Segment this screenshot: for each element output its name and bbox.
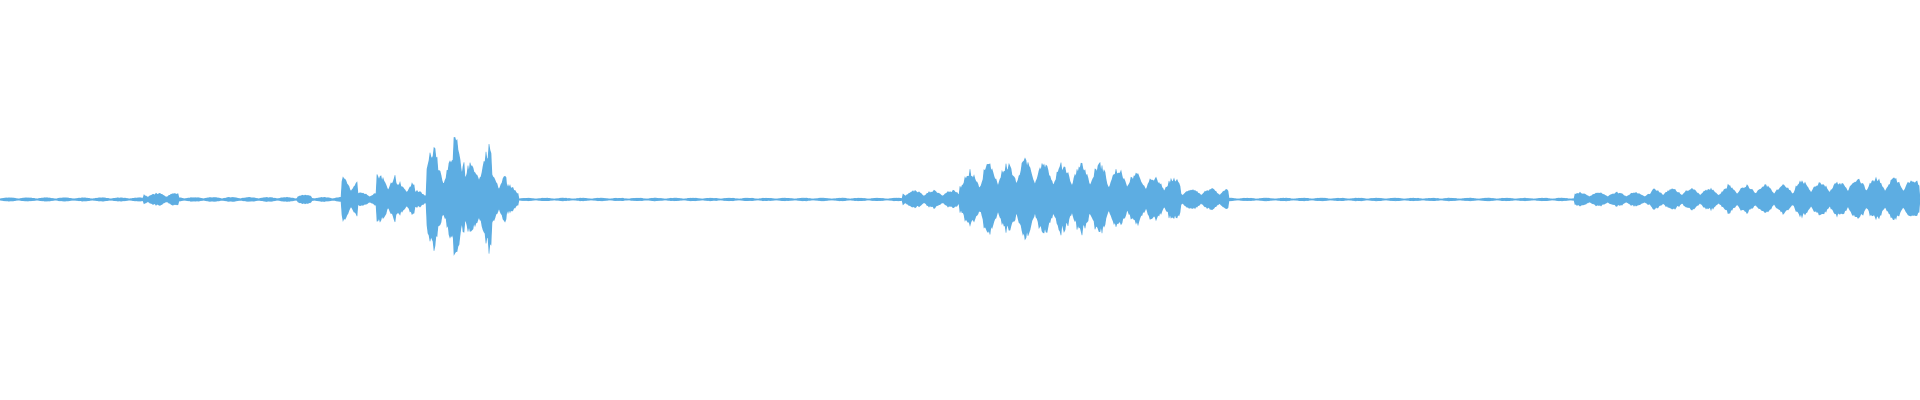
waveform-envelope xyxy=(0,137,1920,256)
